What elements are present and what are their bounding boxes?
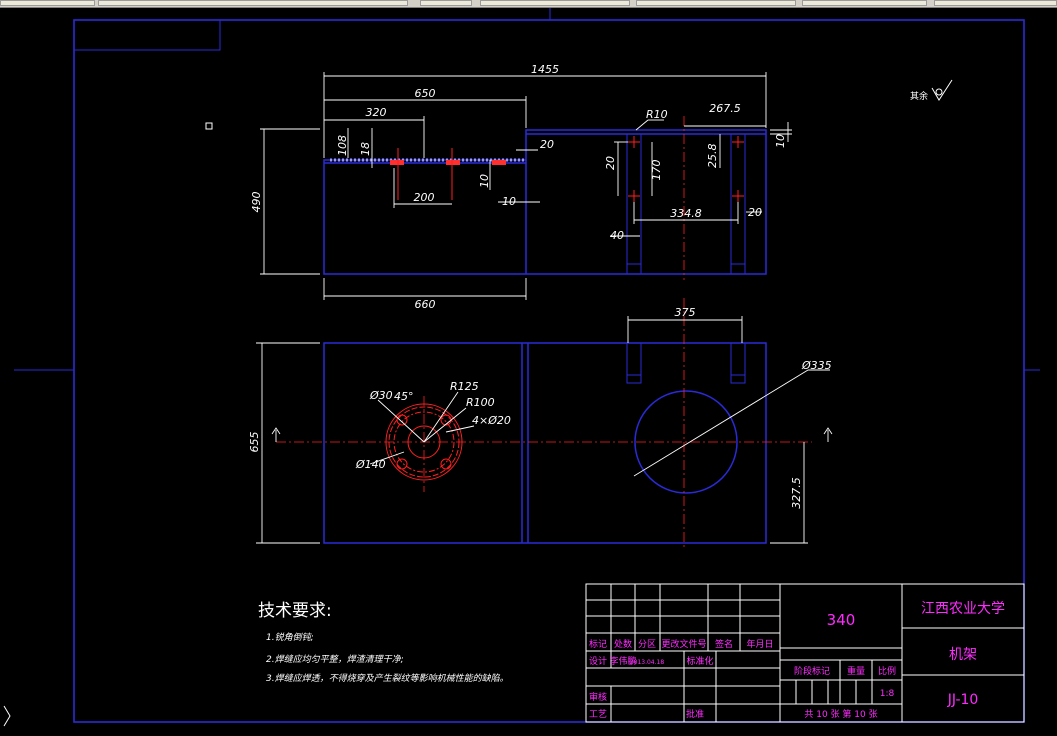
dim-18: 18 — [359, 142, 372, 156]
dim-10-b: 10 — [502, 195, 516, 208]
sheet-count: 共 10 张 第 10 张 — [804, 708, 877, 720]
dim-10: 10 — [478, 174, 491, 188]
dim-650: 650 — [415, 87, 436, 100]
header-sign: 签名 — [715, 638, 733, 650]
drawing-number: JJ-10 — [947, 692, 979, 708]
dim-1455: 1455 — [531, 63, 559, 76]
dim-r125: R125 — [450, 380, 479, 393]
technical-requirements: 技术要求: 1.锐角倒钝; 2.焊缝应均匀平整，焊渣清理干净; 3.焊缝应焊透，… — [258, 601, 509, 684]
dim-r10: R10 — [646, 108, 668, 121]
dim-4x20: 4×Ø20 — [472, 414, 511, 427]
dim-dia-335: Ø335 — [801, 359, 832, 372]
weight-label: 重量 — [847, 665, 865, 677]
material-value: 340 — [827, 611, 856, 629]
large-hole — [634, 390, 738, 494]
dim-327-5: 327.5 — [790, 477, 803, 509]
scale-label: 比例 — [878, 665, 896, 677]
process-label: 工艺 — [589, 709, 607, 720]
dim-dia-140: Ø140 — [355, 458, 386, 471]
top-view-dimensions — [256, 316, 830, 544]
university-name: 江西农业大学 — [921, 601, 1005, 617]
standardization-label: 标准化 — [686, 655, 713, 667]
toolbar-group[interactable] — [802, 0, 927, 6]
dim-25-8: 25.8 — [706, 144, 719, 169]
toolbar-group[interactable] — [98, 0, 408, 6]
reverse-code-box — [73, 19, 221, 51]
cad-drawing-canvas[interactable]: 1455 650 320 108 18 20 10 200 10 490 660… — [0, 8, 1057, 734]
dim-490: 490 — [250, 192, 263, 213]
toolbar-group[interactable] — [0, 0, 95, 6]
toolbar-group[interactable] — [480, 0, 630, 6]
flange-circle — [385, 403, 463, 481]
tech-item-1: 1.锐角倒钝; — [266, 632, 314, 643]
front-view-dimensions — [260, 72, 792, 300]
toolbar-strip — [0, 0, 1057, 8]
roughness-symbol-icon — [931, 79, 953, 101]
dim-334-8: 334.8 — [670, 207, 702, 220]
toolbar-group[interactable] — [636, 0, 796, 6]
header-zone: 分区 — [638, 639, 656, 650]
header-mark: 标记 — [589, 638, 607, 650]
scale-value: 1:8 — [880, 689, 895, 699]
design-date: 2013.04.18 — [630, 659, 665, 666]
top-view-dimension-text: 375 Ø335 Ø30 45° R125 R100 4×Ø20 Ø140 65… — [248, 306, 832, 509]
front-view-dimension-text: 1455 650 320 108 18 20 10 200 10 490 660… — [250, 63, 787, 311]
tech-item-2: 2.焊缝应均匀平整，焊渣清理干净; — [266, 654, 404, 665]
header-count: 处数 — [614, 638, 632, 650]
designer-name: 李伟鹏 — [609, 655, 636, 667]
review-label: 审核 — [589, 691, 607, 703]
dim-10-c: 10 — [774, 134, 787, 148]
tech-title: 技术要求: — [258, 601, 332, 621]
dim-dia-30: Ø30 — [369, 389, 393, 402]
dim-20-b: 20 — [604, 156, 617, 170]
dim-r100: R100 — [466, 396, 495, 409]
stage-label: 阶段标记 — [794, 665, 830, 677]
front-view — [323, 116, 767, 280]
header-doc-no: 更改文件号 — [661, 638, 706, 650]
header-date: 年月日 — [746, 638, 773, 650]
dim-655: 655 — [248, 432, 261, 453]
ucs-icon — [3, 705, 11, 727]
dim-40: 40 — [610, 229, 624, 242]
dim-375: 375 — [675, 306, 696, 319]
part-name: 机架 — [949, 647, 977, 663]
dim-320: 320 — [366, 106, 387, 119]
dim-267-5: 267.5 — [709, 102, 741, 115]
surface-note-text: 其余 — [910, 90, 928, 102]
surface-roughness-note: 其余 — [910, 79, 953, 102]
top-view — [271, 298, 833, 548]
dim-20-c: 20 — [748, 206, 762, 219]
drawing-border — [73, 19, 1025, 723]
dim-200: 200 — [414, 191, 435, 204]
dim-45-deg: 45° — [394, 390, 414, 403]
toolbar-group[interactable] — [934, 0, 1057, 6]
dim-660: 660 — [415, 298, 436, 311]
tech-item-3: 3.焊缝应焊透，不得烧穿及产生裂纹等影响机械性能的缺陷。 — [266, 673, 509, 684]
dim-20: 20 — [540, 138, 554, 151]
design-label: 设计 — [589, 655, 607, 667]
ucs-marker — [205, 122, 213, 130]
approve-label: 批准 — [686, 708, 704, 720]
toolbar-group[interactable] — [420, 0, 472, 6]
dim-170: 170 — [650, 160, 663, 181]
title-block: 340 江西农业大学 机架 JJ-10 标记 处数 分区 更改文件号 签名 年月… — [585, 583, 1025, 723]
dim-108: 108 — [336, 135, 349, 156]
